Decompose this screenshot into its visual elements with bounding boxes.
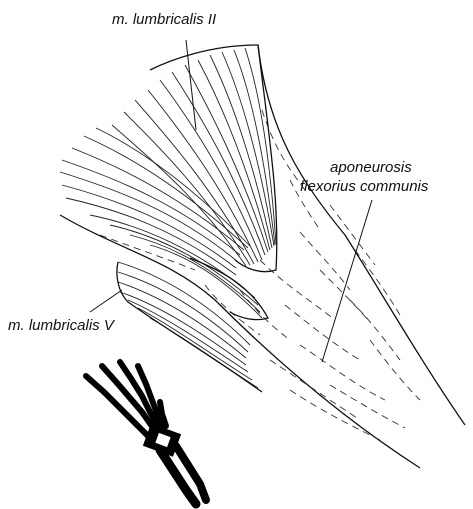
lumbrical-fibres (60, 45, 277, 392)
label-flexorius-communis: flexorius communis (300, 178, 429, 195)
leader-lumbricalis-v (90, 290, 122, 312)
hand-skeleton-icon (86, 362, 206, 504)
leader-aponeurosis (322, 200, 372, 362)
label-lumbricalis-ii: m. lumbricalis II (112, 11, 216, 28)
label-aponeurosis: aponeurosis (330, 159, 412, 176)
label-lumbricalis-v: m. lumbricalis V (8, 317, 116, 334)
